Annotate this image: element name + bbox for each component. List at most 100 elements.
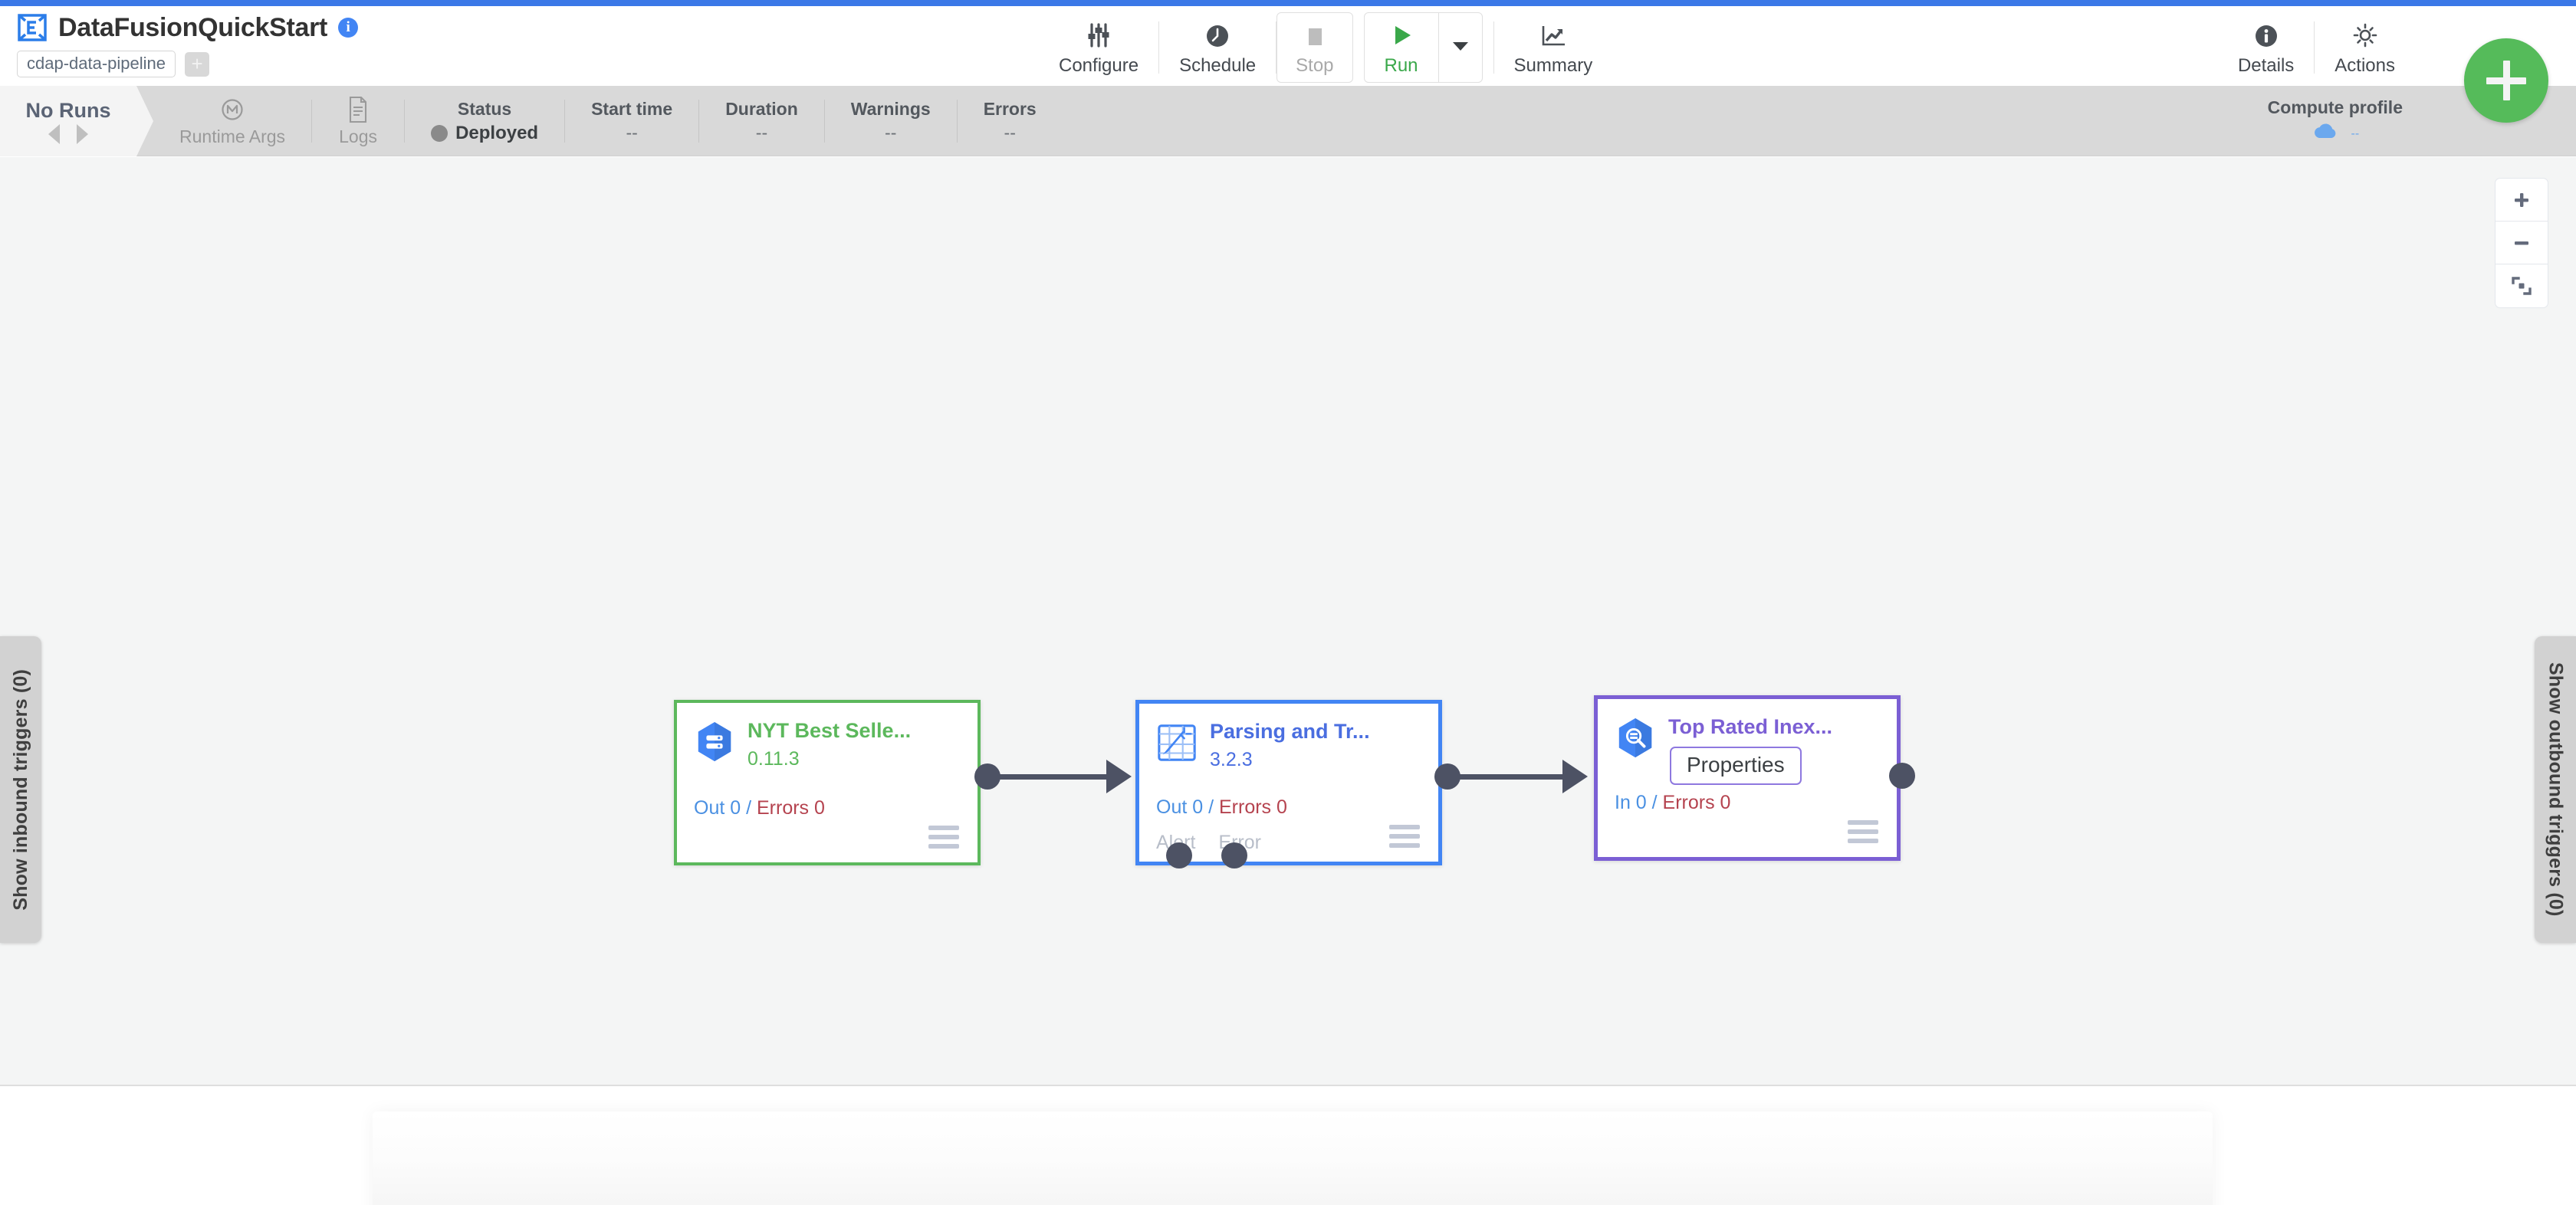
tag-artifact-type[interactable]: cdap-data-pipeline [17, 51, 176, 77]
top-accent-strip [0, 0, 2576, 6]
page-title: DataFusionQuickStart [58, 12, 328, 42]
compute-profile-cell[interactable]: Compute profile -- [2268, 86, 2403, 156]
pipeline-node-source[interactable]: NYT Best Selle... 0.11.3 Out 0 / Errors … [674, 700, 981, 865]
main-toolbar: Configure Schedule Stop [1039, 9, 1612, 86]
trending-up-chart-icon [1538, 18, 1569, 51]
play-triangle-icon [1387, 18, 1416, 51]
node-title-block: Parsing and Tr... 3.2.3 [1210, 721, 1370, 771]
schedule-button[interactable]: Schedule [1159, 9, 1276, 86]
node-source-output-endpoint[interactable] [974, 763, 1001, 790]
fit-to-screen-icon[interactable] [2496, 264, 2548, 307]
metric-start-time: Start time -- [565, 86, 698, 156]
node-metrics: Out 0 / Errors 0 [1156, 796, 1287, 819]
summary-label: Summary [1513, 55, 1593, 76]
triangle-left-icon[interactable] [48, 123, 60, 144]
zoom-out-icon[interactable] [2496, 222, 2548, 264]
secondary-toolbar: Details Actions [2218, 9, 2415, 86]
toolbar-divider [1493, 21, 1494, 74]
runtime-args-button[interactable]: Runtime Args [153, 86, 311, 156]
properties-tooltip-button[interactable]: Properties [1670, 747, 1802, 785]
metric-errors-value: -- [1004, 123, 1016, 143]
node-header: Top Rated Inex... [1598, 699, 1897, 760]
node-menu-button[interactable] [928, 826, 959, 849]
metric-duration-value: -- [755, 123, 768, 143]
triangle-right-icon[interactable] [77, 123, 88, 144]
inbound-triggers-label: Show inbound triggers (0) [9, 668, 31, 911]
toolbar-divider [2314, 21, 2315, 74]
run-status-bar: No Runs Runtime Args [0, 86, 2576, 156]
no-runs-panel: No Runs [0, 86, 136, 156]
actions-button[interactable]: Actions [2315, 9, 2415, 86]
wrangler-transform-icon [1158, 724, 1196, 761]
stop-button[interactable]: Stop [1277, 13, 1352, 82]
app-header: DataFusionQuickStart i cdap-data-pipelin… [0, 6, 2576, 123]
run-button[interactable]: Run [1365, 13, 1438, 82]
metric-duration: Duration -- [699, 86, 824, 156]
pipeline-node-transform[interactable]: Parsing and Tr... 3.2.3 Out 0 / Errors 0… [1135, 700, 1442, 865]
compute-profile-value-row: -- [2312, 123, 2359, 145]
metric-warnings-title: Warnings [850, 99, 931, 119]
cloud-icon [2312, 123, 2341, 145]
node-menu-button[interactable] [1389, 825, 1420, 848]
clock-icon [1203, 18, 1232, 51]
metric-status-value: Deployed [455, 122, 539, 143]
info-circle-icon [2252, 18, 2281, 51]
node-error-count: Errors 0 [757, 797, 825, 819]
node-header: Parsing and Tr... 3.2.3 [1139, 704, 1438, 771]
metric-errors-title: Errors [983, 99, 1037, 119]
schedule-label: Schedule [1179, 55, 1257, 76]
configure-button[interactable]: Configure [1039, 9, 1158, 86]
node-sink-output-endpoint[interactable] [1889, 763, 1915, 789]
metric-status-value-row: Deployed [431, 123, 538, 144]
run-options-button[interactable] [1439, 13, 1482, 82]
show-outbound-triggers-tab[interactable]: Show outbound triggers (0) [2535, 636, 2576, 943]
logs-button[interactable]: Logs [312, 86, 404, 156]
show-inbound-triggers-tab[interactable]: Show inbound triggers (0) [0, 636, 41, 943]
run-box-divider [1438, 13, 1439, 82]
summary-button[interactable]: Summary [1494, 9, 1613, 86]
run-pager [48, 123, 88, 144]
node-version: 0.11.3 [748, 748, 800, 770]
no-runs-label: No Runs [25, 98, 111, 122]
node-metrics: In 0 / Errors 0 [1615, 792, 1730, 814]
add-plugin-fab-button[interactable] [2464, 38, 2548, 123]
node-out-count: Out 0 [1156, 796, 1204, 818]
document-lines-icon [346, 96, 370, 123]
node-transform-output-endpoint[interactable] [1434, 763, 1460, 790]
details-button[interactable]: Details [2218, 9, 2314, 86]
node-name: NYT Best Selle... [748, 719, 912, 742]
metric-start-time-title: Start time [591, 99, 673, 119]
brand-block: DataFusionQuickStart i [17, 12, 359, 43]
run-divider [311, 100, 313, 143]
zoom-in-icon[interactable] [2496, 179, 2548, 222]
bigquery-sink-icon [1618, 717, 1652, 758]
cdap-logo-icon [18, 14, 47, 41]
actions-label: Actions [2334, 55, 2395, 76]
node-version: 3.2.3 [1210, 749, 1253, 771]
add-tag-button[interactable]: + [185, 51, 210, 77]
info-icon[interactable]: i [338, 18, 359, 38]
configure-label: Configure [1059, 55, 1139, 76]
tag-list: cdap-data-pipeline + [17, 51, 210, 77]
chevron-down-icon [1451, 38, 1470, 57]
metric-warnings: Warnings -- [825, 86, 957, 156]
run-divider [564, 100, 566, 143]
pipeline-canvas[interactable]: Show inbound triggers (0) Show outbound … [0, 157, 2576, 1086]
run-divider [956, 100, 958, 143]
connector-line-2 [1447, 774, 1582, 780]
canvas-zoom-controls [2495, 178, 2548, 308]
connector-arrow-2 [1562, 760, 1588, 793]
sliders-icon [1083, 18, 1114, 51]
metric-errors: Errors -- [958, 86, 1063, 156]
outbound-triggers-label: Show outbound triggers (0) [2545, 662, 2567, 917]
runtime-args-label: Runtime Args [179, 126, 286, 146]
node-transform-error-endpoint[interactable] [1221, 842, 1247, 868]
macro-m-circle-icon [219, 96, 246, 123]
node-transform-alert-endpoint[interactable] [1166, 842, 1192, 868]
node-out-count: Out 0 [694, 797, 741, 819]
metric-warnings-value: -- [885, 123, 897, 143]
node-menu-button[interactable] [1848, 820, 1878, 843]
stop-label: Stop [1296, 55, 1334, 76]
node-error-count: Errors 0 [1662, 792, 1731, 813]
